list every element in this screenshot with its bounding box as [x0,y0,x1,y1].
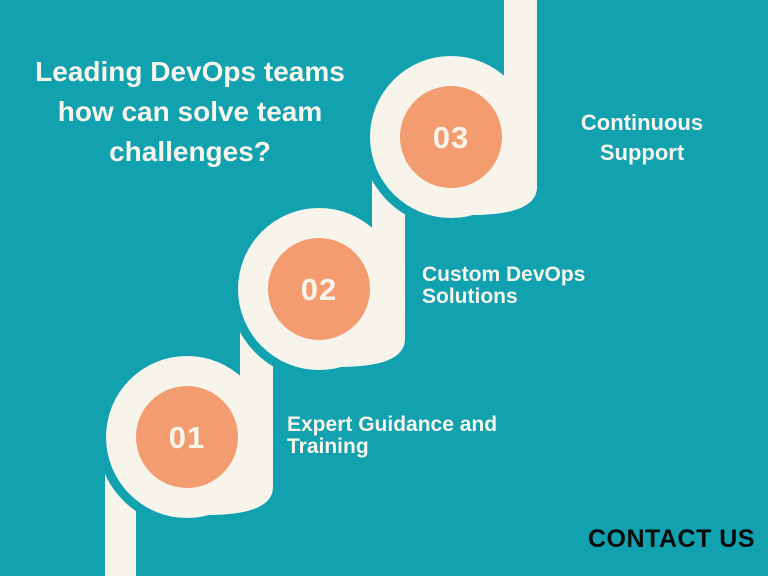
step-circle-02 [268,238,370,340]
step-label-03-line-1: Continuous [580,110,704,135]
title-line-1: Leading DevOps teams [35,56,345,87]
step-label-02: Custom DevOps Solutions [422,264,622,308]
step-circle-03 [400,86,502,188]
step-label-02-line-2: Solutions [422,285,518,308]
title-line-2: how can solve team [57,96,323,127]
step-number-01: 01 [169,420,205,455]
step-label-02-line-1: Custom DevOps [422,263,586,286]
step-label-01-line-2: Training [287,435,369,458]
step-label-03-line-2: Support [599,140,685,165]
step-number-02: 02 [301,272,337,307]
step-label-03: Continuous Support [542,108,742,168]
page-title: Leading DevOps teams how can solve team … [30,52,350,172]
step-label-01-line-1: Expert Guidance and [287,413,498,436]
title-line-3: challenges? [109,136,271,167]
step-number-03: 03 [433,120,469,155]
step-label-01: Expert Guidance and Training [287,414,517,458]
contact-us-button[interactable]: CONTACT US [588,525,756,553]
step-circle-01 [136,386,238,488]
